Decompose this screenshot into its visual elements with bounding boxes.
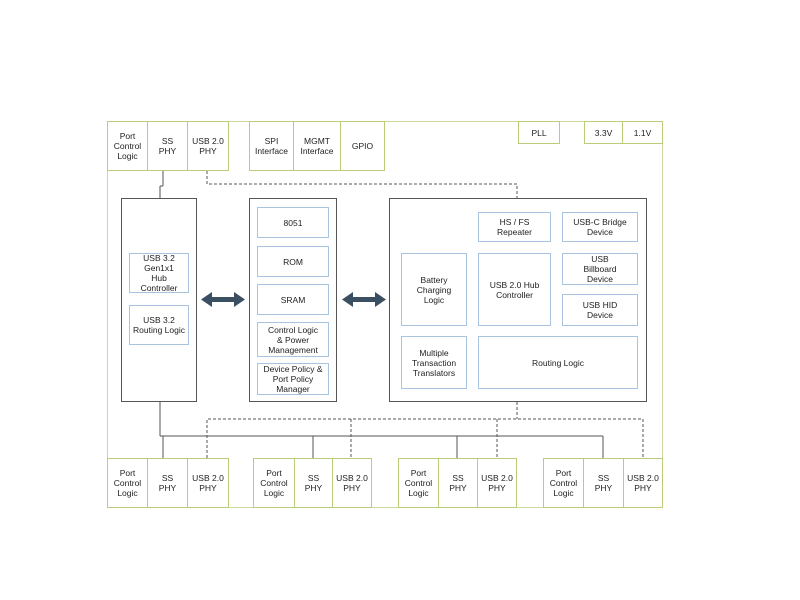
rom: ROM xyxy=(257,246,329,277)
usb-hid-device: USB HID Device xyxy=(562,294,638,326)
port3-port-control-logic: Port Control Logic xyxy=(398,458,439,508)
cpu-8051: 8051 xyxy=(257,207,329,238)
device-port-policy-manager: Device Policy & Port Policy Manager xyxy=(257,363,329,395)
top-port-control-logic: Port Control Logic xyxy=(107,121,148,171)
voltage-1v1: 1.1V xyxy=(622,121,663,144)
double-arrow-right xyxy=(342,292,386,307)
usbc-bridge-device: USB-C Bridge Device xyxy=(562,212,638,242)
routing-logic: Routing Logic xyxy=(478,336,638,389)
mgmt-interface: MGMT Interface xyxy=(293,121,341,171)
port4-port-control-logic: Port Control Logic xyxy=(543,458,584,508)
port1-usb20-phy: USB 2.0 PHY xyxy=(187,458,229,508)
usb32-routing-logic: USB 3.2 Routing Logic xyxy=(129,305,189,345)
usb20-hub-controller: USB 2.0 Hub Controller xyxy=(478,253,551,326)
port1-ss-phy: SS PHY xyxy=(147,458,188,508)
battery-charging-logic: Battery Charging Logic xyxy=(401,253,467,326)
spi-interface: SPI Interface xyxy=(249,121,294,171)
usb-billboard-device: USB Billboard Device xyxy=(562,253,638,285)
hs-fs-repeater: HS / FS Repeater xyxy=(478,212,551,242)
port3-usb20-phy: USB 2.0 PHY xyxy=(477,458,517,508)
port2-usb20-phy: USB 2.0 PHY xyxy=(332,458,372,508)
double-arrow-left xyxy=(201,292,245,307)
gpio: GPIO xyxy=(340,121,385,171)
control-logic-power-management: Control Logic & Power Management xyxy=(257,322,329,357)
usb32-hub-block xyxy=(121,198,197,402)
port2-ss-phy: SS PHY xyxy=(294,458,333,508)
voltage-3v3: 3.3V xyxy=(584,121,623,144)
port4-usb20-phy: USB 2.0 PHY xyxy=(623,458,663,508)
port1-port-control-logic: Port Control Logic xyxy=(107,458,148,508)
port4-ss-phy: SS PHY xyxy=(583,458,624,508)
top-ss-phy: SS PHY xyxy=(147,121,188,171)
multiple-transaction-translators: Multiple Transaction Translators xyxy=(401,336,467,389)
port2-port-control-logic: Port Control Logic xyxy=(253,458,295,508)
port3-ss-phy: SS PHY xyxy=(438,458,478,508)
chip-outline xyxy=(107,121,663,508)
pll: PLL xyxy=(518,121,560,144)
top-usb20-phy: USB 2.0 PHY xyxy=(187,121,229,171)
usb32-hub-controller: USB 3.2 Gen1x1 Hub Controller xyxy=(129,253,189,293)
sram: SRAM xyxy=(257,284,329,315)
